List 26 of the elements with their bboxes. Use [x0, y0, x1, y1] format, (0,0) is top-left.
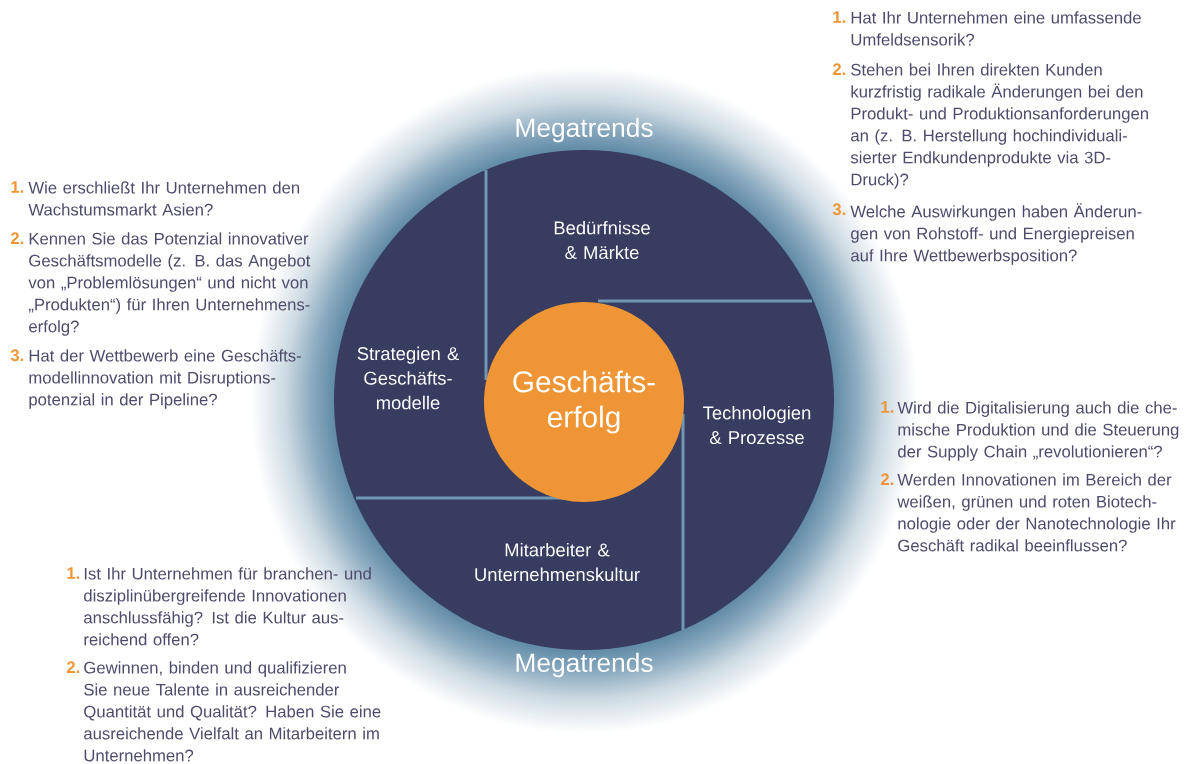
- question-number: 2.: [832, 63, 846, 75]
- question-text: Hat der Wettbewerb eine Geschäfts-modellinnovation mit Disruptions-potenzial in der Pipeline?: [29, 349, 301, 409]
- segment-label: Bedürfnisse & Märkte: [554, 220, 650, 260]
- question-number: 1.: [881, 401, 894, 413]
- segment-label: Technologien & Prozesse: [703, 405, 811, 445]
- question-text: Hat Ihr Unternehmen eine umfassende Umfeldsensorik?: [851, 11, 1141, 46]
- question-text: Kennen Sie das Potenzial innovativer Geschäftsmodelle (z. B. das Angebot von „Problemlösungen“ und nicht von „Produkten“) für Ihren Unternehmens-erfolg?: [28, 232, 311, 336]
- question-text: Gewinnen, binden und qualifizieren Sie neue Talente in ausreichender Quantität und Qualität? Haben Sie eine ausreichende Vielfalt an Mitarbeitern im Unternehmen?: [84, 661, 381, 762]
- question-text: Welche Auswirkungen haben Änderun-gen von Rohstoff- und Energiepreisen auf Ihre Wettbewerbsposition?: [850, 203, 1142, 265]
- question-number: 3.: [10, 349, 24, 362]
- node-label: Megatrends: [516, 652, 653, 678]
- question-number: 1.: [11, 181, 24, 193]
- question-text: Wie erschließt Ihr Unternehmen den Wachstumsmarkt Asien?: [28, 181, 300, 216]
- question-text: Wird die Digitalisierung auch die che-mische Produktion und die Steuerung der Supply Chain „revolutionieren“?: [897, 401, 1179, 461]
- question-number: 2.: [66, 661, 80, 673]
- question-text: Stehen bei Ihren direkten Kunden kurzfristig radikale Änderungen bei den Produkt- und Produktionsanforderungen an (z. B. Herstellung hochindividuali-sierter Endkundenprodukte via 3D-Druck)?: [850, 63, 1148, 189]
- segment-label: Strategien & Geschäfts-modelle: [357, 346, 459, 410]
- segment-label: Mitarbeiter & Unternehmenskultur: [475, 542, 640, 582]
- question-text: Werden Innovationen im Bereich der weißen, grünen und roten Biotech-nologie oder der Nanotechnologie Ihr Geschäft radikal beeinflussen?: [897, 473, 1176, 552]
- question-text: Ist Ihr Unternehmen für branchen- und disziplinübergreifende Innovationen anschlussfähig? Ist die Kultur aus-reichend offen?: [84, 567, 371, 646]
- question-number: 2.: [880, 473, 894, 485]
- question-number: 2.: [10, 232, 24, 244]
- question-number: 1.: [833, 11, 846, 23]
- question-number: 3.: [832, 203, 846, 216]
- node-label: Megatrends: [516, 117, 653, 143]
- question-number: 1.: [67, 567, 80, 579]
